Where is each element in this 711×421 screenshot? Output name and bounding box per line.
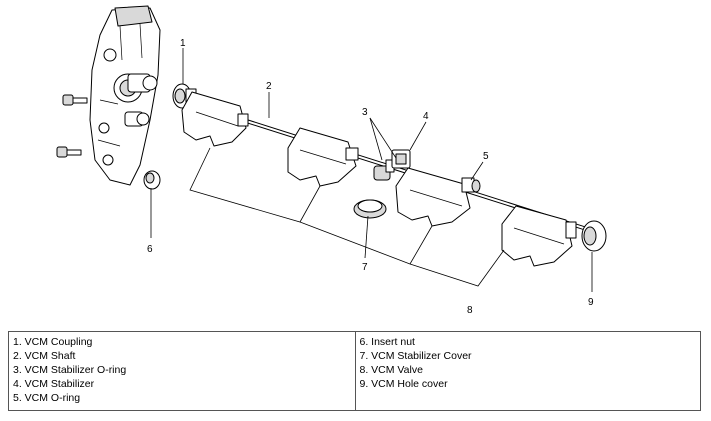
callout-3: 3 bbox=[362, 107, 368, 118]
callout-9: 9 bbox=[588, 297, 594, 308]
callout-5: 5 bbox=[483, 151, 489, 162]
callout-4: 4 bbox=[423, 111, 429, 122]
vcm-hole-cover bbox=[581, 220, 607, 252]
callout-7: 7 bbox=[362, 262, 368, 273]
callout-6: 6 bbox=[147, 244, 153, 255]
legend-item: 2. VCM Shaft bbox=[13, 350, 76, 362]
legend-item: 5. VCM O-ring bbox=[13, 392, 81, 404]
legend-item: 3. VCM Stabilizer O-ring bbox=[13, 364, 127, 376]
vcm-valve-1 bbox=[181, 91, 249, 147]
insert-nut bbox=[143, 170, 161, 190]
mounting-bolt-lower bbox=[56, 146, 82, 158]
legend-column-left: 1. VCM Coupling 2. VCM Shaft 3. VCM Stab… bbox=[9, 332, 355, 410]
vcm-valve-2 bbox=[287, 127, 359, 187]
vcm-valve-3 bbox=[395, 167, 475, 227]
parts-legend-table: 1. VCM Coupling 2. VCM Shaft 3. VCM Stab… bbox=[8, 331, 701, 411]
mounting-bolt-upper bbox=[62, 94, 88, 106]
callout-2: 2 bbox=[266, 81, 272, 92]
vcm-valve-4 bbox=[501, 205, 577, 267]
legend-item: 4. VCM Stabilizer bbox=[13, 378, 95, 390]
leader-lines bbox=[150, 48, 593, 292]
legend-item: 9. VCM Hole cover bbox=[359, 378, 448, 390]
vcm-stabilizer-o-ring bbox=[373, 159, 395, 181]
callout-8: 8 bbox=[467, 305, 473, 316]
vcm-stabilizer bbox=[391, 149, 411, 169]
legend-item: 8. VCM Valve bbox=[359, 364, 423, 376]
exploded-parts-diagram: 1 2 3 4 5 6 7 8 9 bbox=[56, 5, 607, 316]
legend-item: 7. VCM Stabilizer Cover bbox=[359, 350, 472, 362]
vcm-stabilizer-cover bbox=[353, 199, 387, 219]
legend-item: 6. Insert nut bbox=[359, 336, 415, 348]
vcm-actuator-housing bbox=[89, 5, 161, 186]
vcm-o-ring bbox=[471, 179, 481, 193]
legend-column-right: 6. Insert nut 7. VCM Stabilizer Cover 8.… bbox=[354, 332, 701, 410]
callout-1: 1 bbox=[180, 38, 186, 49]
legend-item: 1. VCM Coupling bbox=[13, 336, 93, 348]
